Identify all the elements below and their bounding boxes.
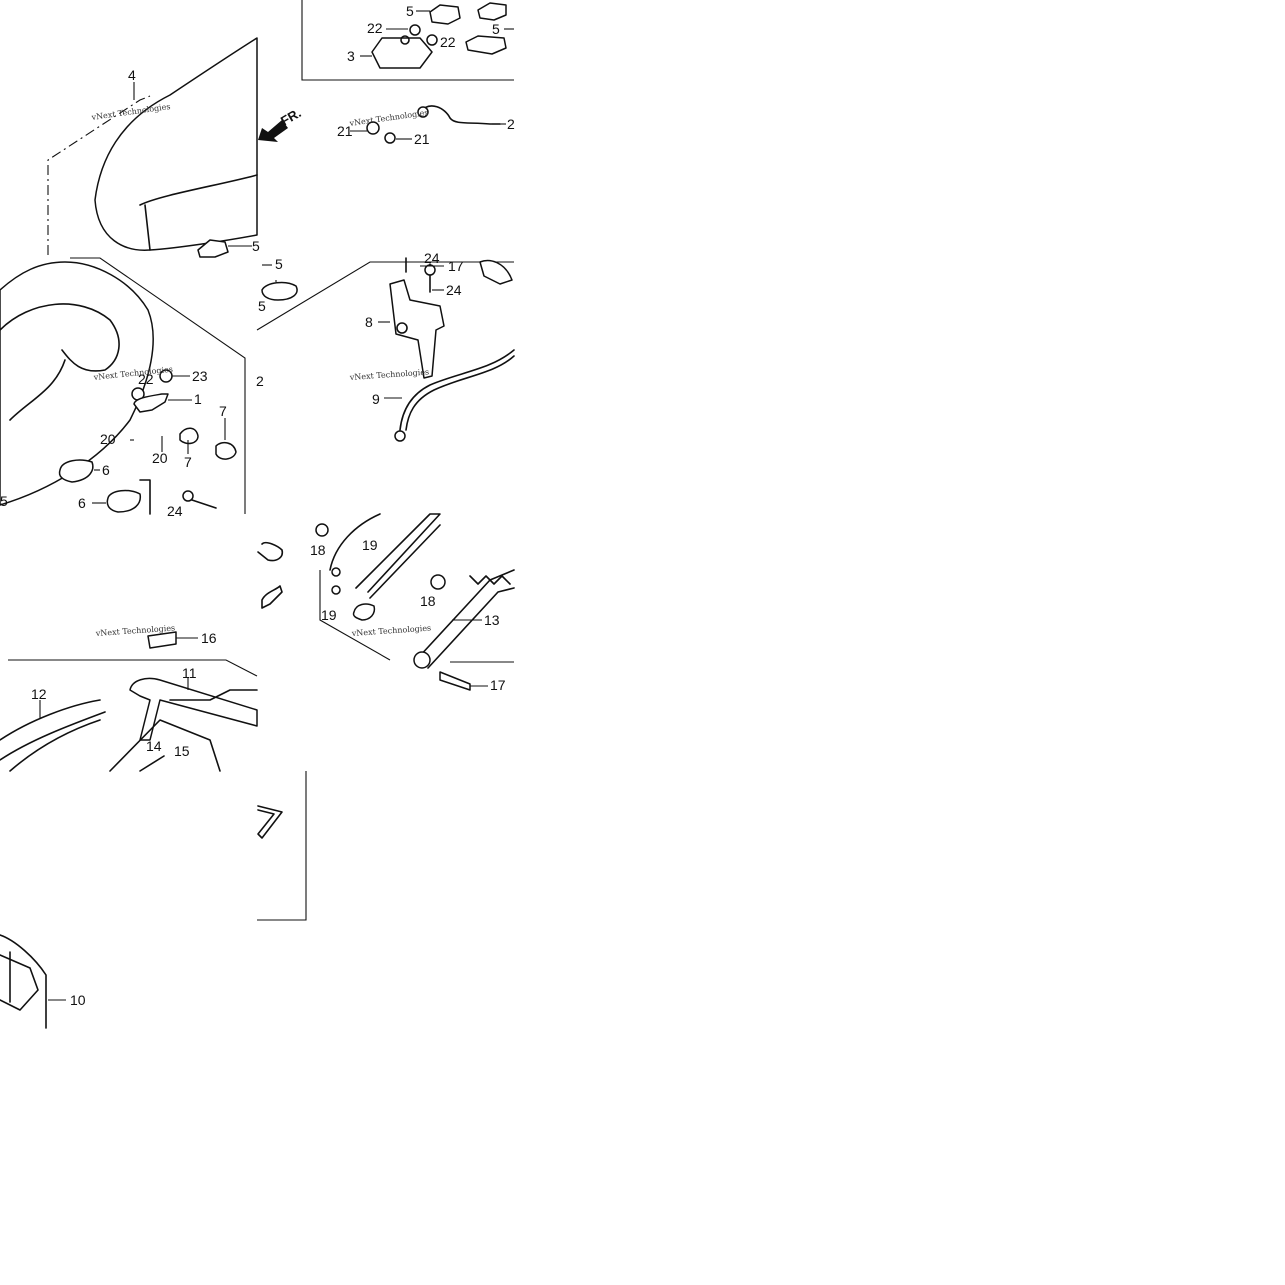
watermark: vNext Technologies (348, 108, 429, 128)
callout-7: 7 (184, 454, 192, 470)
callout-11: 11 (182, 665, 197, 681)
bolt-part-17 (439, 671, 471, 691)
seat-part-4 (94, 37, 258, 251)
callout-12: 12 (31, 686, 47, 702)
callout-18: 18 (420, 593, 436, 609)
callout-9: 9 (372, 391, 380, 407)
callout-3: 3 (347, 48, 355, 64)
callout-20: 20 (152, 450, 168, 466)
callout-17: 17 (490, 677, 506, 693)
bracket-part-8 (389, 279, 445, 379)
tile-frame-corner (257, 771, 307, 921)
callout-1: 1 (194, 391, 202, 407)
callout-21: 21 (337, 123, 353, 139)
tile-main-seat: 4 5 vNext Technologies (47, 37, 260, 258)
watermark: vNext Technologies (349, 367, 430, 382)
callout-24: 24 (167, 503, 183, 519)
callout-24: 24 (424, 250, 440, 266)
callout-5: 5 (492, 21, 500, 37)
callout-8: 8 (365, 314, 373, 330)
callout-10: 10 (70, 992, 86, 1008)
tile-tail-cover: 5 22 22 5 3 FR. 21 21 2 vNext Technologi… (258, 0, 515, 147)
callout-5: 5 (0, 493, 8, 509)
callout-5: 5 (275, 256, 283, 272)
callout-15: 15 (174, 743, 190, 759)
callout-18: 18 (310, 542, 326, 558)
callout-16: 16 (201, 630, 217, 646)
callout-7: 7 (219, 403, 227, 419)
callout-24: 24 (446, 282, 462, 298)
tile-seat-mounts: 23 22 1 20 20 7 7 6 6 24 5 vNext Technol… (0, 257, 246, 519)
tile-rail-links: 18 19 19 18 13 17 vNext Technologies (257, 513, 515, 693)
bracket-part-1 (133, 393, 169, 413)
tile-rear-rack: 10 (0, 934, 86, 1029)
callout-19: 19 (321, 607, 337, 623)
callout-13: 13 (484, 612, 500, 628)
tile-bracket-cable: 5 5 2 8 9 24 17 24 vNext Technologies (256, 250, 515, 442)
callout-2: 2 (507, 116, 515, 132)
watermark: vNext Technologies (351, 623, 432, 638)
callout-5: 5 (258, 298, 266, 314)
callout-2: 2 (256, 373, 264, 389)
callout-5: 5 (406, 3, 414, 19)
callout-22: 22 (367, 20, 383, 36)
callout-14: 14 (146, 738, 162, 754)
callout-19: 19 (362, 537, 378, 553)
callout-23: 23 (192, 368, 208, 384)
callout-21: 21 (414, 131, 430, 147)
callout-6: 6 (102, 462, 110, 478)
callout-20: 20 (100, 431, 116, 447)
callout-17: 17 (448, 258, 464, 274)
tile-grab-rail: 16 11 12 14 15 vNext Technologies (0, 623, 258, 772)
forward-arrow-icon (258, 120, 288, 142)
callout-6: 6 (78, 495, 86, 511)
callout-4: 4 (128, 67, 136, 83)
callout-22: 22 (440, 34, 456, 50)
callout-5: 5 (252, 238, 260, 254)
callout-22: 22 (138, 371, 154, 387)
